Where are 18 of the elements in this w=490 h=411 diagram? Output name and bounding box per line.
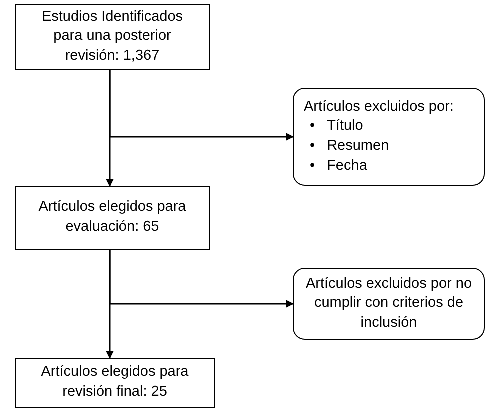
process-box xyxy=(15,186,210,250)
process-box xyxy=(15,4,210,70)
arrow xyxy=(109,250,294,308)
note-box xyxy=(293,268,485,340)
box-text: Artículos elegidos para evaluación: 65 xyxy=(38,198,188,237)
list-item: Título xyxy=(327,117,364,136)
bullet: • xyxy=(310,137,316,156)
bullet: • xyxy=(310,156,316,176)
box-text: Artículos excluidos por no cumplir con criterios de inclusión xyxy=(304,274,474,333)
box-text: Artículos excluidos por: xyxy=(304,98,454,117)
list-item: Resumen xyxy=(327,137,390,156)
list-item: Fecha xyxy=(327,156,368,176)
bullet: • xyxy=(310,117,316,136)
process-box xyxy=(15,358,215,408)
box-text: Artículos elegidos para revisión final: 25 xyxy=(40,363,190,402)
note-box xyxy=(293,88,485,186)
arrow xyxy=(109,70,294,141)
box-text: Estudios Identificados para una posterior revisión: 1,367 xyxy=(40,8,184,66)
